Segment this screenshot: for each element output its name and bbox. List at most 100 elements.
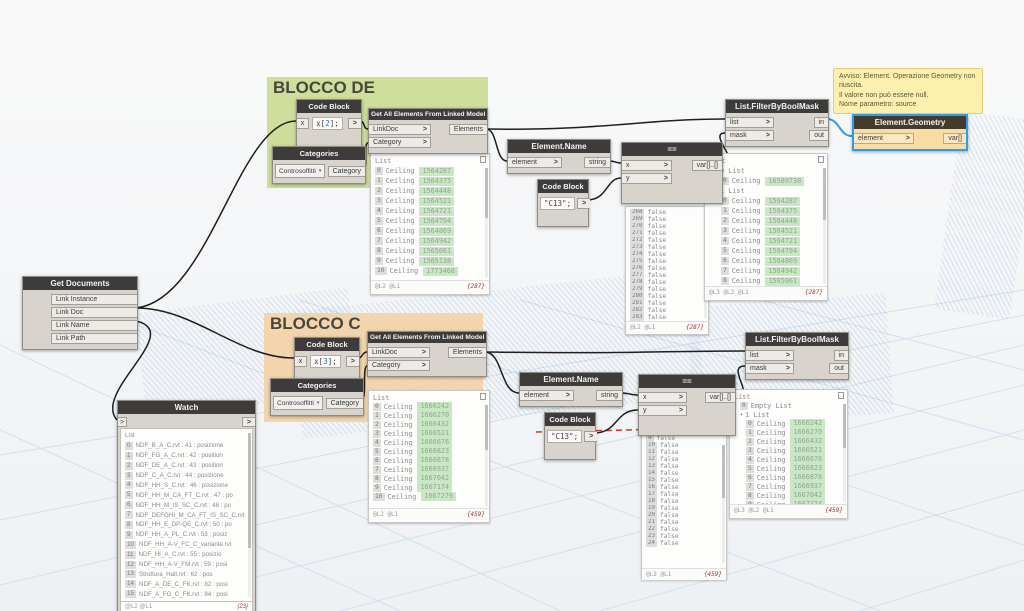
node-get-documents[interactable]: Get Documents Link Instance Link Doc Lin…: [22, 276, 138, 350]
node-categories-c[interactable]: Categories Controsoffitti▾ Category: [270, 378, 364, 416]
scrollbar[interactable]: [823, 168, 826, 284]
node-title[interactable]: Get Documents: [23, 277, 137, 290]
port-in-output[interactable]: in: [833, 350, 848, 361]
node-title[interactable]: Code Block: [545, 413, 595, 426]
node-title[interactable]: Code Block: [538, 180, 588, 193]
node-title[interactable]: Get All Elements From Linked Model: [368, 332, 486, 343]
wire[interactable]: [485, 118, 726, 130]
wire[interactable]: [586, 177, 622, 201]
code-expression[interactable]: "C13";: [547, 430, 583, 443]
list-levels[interactable]: @L2 @L1: [375, 283, 401, 290]
wire[interactable]: [593, 409, 639, 434]
port-output[interactable]: >: [584, 431, 598, 442]
node-code-block-c13-de[interactable]: Code Block "C13"; >: [537, 179, 591, 227]
node-filter-by-bool-mask-c[interactable]: List.FilterByBoolMask list> in mask> out: [745, 332, 849, 380]
port-out-output[interactable]: out: [809, 130, 828, 141]
list-levels[interactable]: @L2 @L1: [646, 571, 672, 578]
list-levels[interactable]: @L3 @L2 @L1: [734, 507, 774, 514]
port-link-path[interactable]: Link Path: [51, 333, 137, 344]
node-title[interactable]: Element.Name: [520, 373, 622, 386]
port-out-output[interactable]: out: [829, 363, 848, 374]
port-y[interactable]: y>: [622, 173, 672, 184]
wire[interactable]: [135, 307, 295, 359]
port-elements-output[interactable]: Elements: [447, 347, 486, 358]
node-title[interactable]: Element.Geometry: [854, 116, 966, 129]
port-elements-output[interactable]: Elements: [448, 124, 487, 135]
group-title[interactable]: BLOCCO C: [270, 314, 361, 333]
code-expression[interactable]: x[2];: [312, 117, 343, 130]
category-dropdown[interactable]: Controsoffitti▾: [275, 164, 326, 178]
scrollbar[interactable]: [485, 168, 488, 278]
node-title[interactable]: Watch: [118, 401, 255, 414]
wire[interactable]: [135, 120, 297, 309]
node-get-all-elements-de[interactable]: Get All Elements From Linked Model LinkD…: [368, 108, 488, 154]
code-expression[interactable]: x[3];: [310, 355, 341, 368]
pin-icon[interactable]: [480, 156, 486, 163]
port-output[interactable]: >: [347, 118, 361, 129]
wire[interactable]: [484, 350, 746, 354]
code-expression[interactable]: "C13";: [540, 197, 576, 210]
port-link-name[interactable]: Link Name: [51, 320, 137, 331]
list-levels[interactable]: @L3 @L2 @L1: [709, 289, 749, 296]
scrollbar[interactable]: [485, 405, 488, 506]
port-x[interactable]: x>: [622, 160, 672, 171]
port-element[interactable]: element>: [854, 133, 914, 144]
node-title[interactable]: Element.Name: [508, 140, 610, 153]
node-title[interactable]: Code Block: [297, 100, 361, 113]
port-category-output[interactable]: Category: [327, 165, 365, 177]
port-y[interactable]: y>: [639, 405, 687, 416]
port-watch-output[interactable]: >: [241, 417, 255, 427]
node-title[interactable]: Get All Elements From Linked Model: [369, 109, 487, 120]
port-output[interactable]: >: [577, 198, 591, 209]
node-title[interactable]: ==: [639, 375, 735, 388]
port-var-output[interactable]: var[]: [943, 133, 966, 144]
pin-icon[interactable]: [818, 156, 824, 163]
port-watch-input[interactable]: >: [118, 417, 128, 427]
port-x-input[interactable]: x: [297, 118, 309, 129]
port-category-output[interactable]: Category: [325, 397, 363, 409]
pin-icon[interactable]: [838, 392, 844, 399]
node-title[interactable]: ==: [622, 143, 722, 156]
category-dropdown[interactable]: Controsoffitti▾: [273, 396, 324, 410]
list-levels[interactable]: @L2 @L1: [373, 511, 399, 518]
port-in-output[interactable]: in: [813, 117, 828, 128]
pin-icon[interactable]: [480, 393, 486, 400]
node-equals-de[interactable]: == x> var[]..[] y>: [621, 142, 723, 204]
wire[interactable]: [484, 351, 520, 394]
wire[interactable]: [485, 128, 508, 162]
node-code-block-de[interactable]: Code Block x x[2]; >: [296, 99, 362, 147]
scrollbar[interactable]: [248, 433, 251, 597]
node-element-name-de[interactable]: Element.Name element> string: [507, 139, 611, 174]
list-levels[interactable]: @L2 @L1: [125, 604, 153, 610]
port-list[interactable]: list>: [726, 117, 774, 128]
scrollbar[interactable]: [722, 445, 725, 563]
node-title[interactable]: Categories: [273, 147, 365, 160]
node-title[interactable]: Categories: [271, 379, 363, 392]
wire[interactable]: [111, 320, 152, 421]
port-var-output[interactable]: var[]..[]: [704, 392, 735, 403]
port-link-instance[interactable]: Link Instance: [51, 294, 137, 305]
node-title[interactable]: List.FilterByBoolMask: [726, 100, 828, 113]
node-filter-by-bool-mask-de[interactable]: List.FilterByBoolMask list> in mask> out: [725, 99, 829, 147]
scrollbar[interactable]: [843, 404, 846, 502]
port-x[interactable]: x>: [639, 392, 687, 403]
port-link-doc[interactable]: Link Doc: [51, 307, 137, 318]
port-linkdoc[interactable]: LinkDoc>: [368, 347, 430, 358]
node-get-all-elements-c[interactable]: Get All Elements From Linked Model LinkD…: [367, 331, 487, 377]
port-list[interactable]: list>: [746, 350, 794, 361]
port-string-output[interactable]: string: [583, 157, 610, 168]
node-code-block-c13-c[interactable]: Code Block "C13"; >: [544, 412, 598, 460]
node-title[interactable]: List.FilterByBoolMask: [746, 333, 848, 346]
port-mask[interactable]: mask>: [746, 363, 794, 374]
node-categories-de[interactable]: Categories Controsoffitti▾ Category: [272, 146, 366, 184]
port-category[interactable]: Category>: [369, 137, 431, 148]
port-mask[interactable]: mask>: [726, 130, 774, 141]
selected-wire[interactable]: [826, 118, 853, 137]
